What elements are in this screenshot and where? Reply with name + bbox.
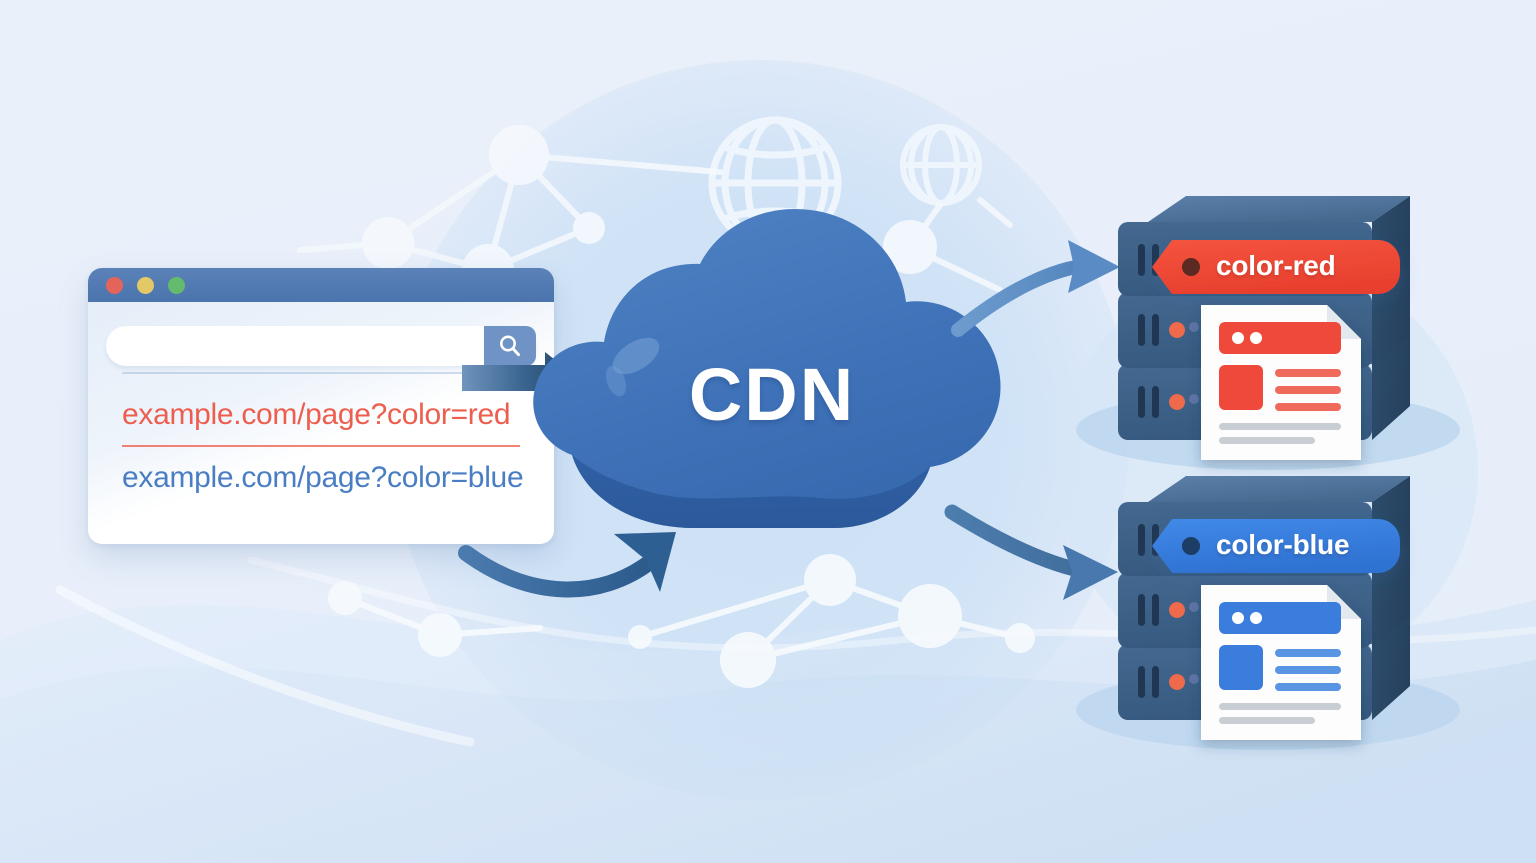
cache-tag-red-label: color-red	[1216, 250, 1336, 281]
search-button[interactable]	[484, 326, 536, 366]
cdn-label: CDN	[688, 353, 856, 436]
search-input[interactable]	[106, 326, 536, 366]
url-item-blue[interactable]: example.com/page?color=blue	[122, 461, 524, 494]
url-list: example.com/page?color=red example.com/p…	[88, 398, 554, 495]
search-icon	[500, 335, 520, 357]
url-divider	[122, 445, 520, 447]
browser-titlebar	[88, 268, 554, 302]
window-maximize-icon[interactable]	[168, 276, 185, 294]
network-graph-bottom	[328, 554, 1035, 688]
url-item-red[interactable]: example.com/page?color=red	[122, 398, 511, 431]
cache-tag-blue-label: color-blue	[1216, 529, 1350, 560]
window-minimize-icon[interactable]	[137, 276, 154, 294]
window-close-icon[interactable]	[106, 276, 123, 294]
browser-window: example.com/page?color=red example.com/p…	[88, 268, 554, 544]
search-underline	[122, 372, 520, 374]
search-row	[106, 326, 536, 374]
